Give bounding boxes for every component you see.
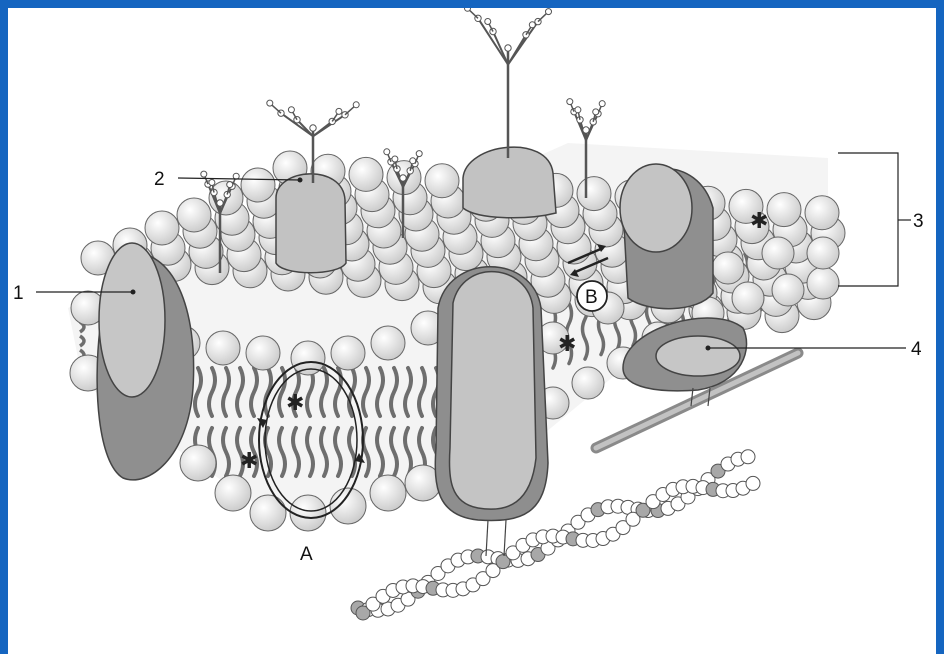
phospholipid-head [732, 282, 764, 314]
diagram-frame: ✱ ✱ ✱ ✱ 1 2 3 4 A B [8, 8, 936, 654]
cholesterol-molecule-icon: ✱ [750, 208, 768, 233]
glycoprotein-top [463, 147, 556, 218]
cholesterol-molecule-icon: ✱ [558, 331, 576, 356]
chain-bead [741, 450, 755, 464]
phospholipid-head [349, 157, 383, 191]
chain-bead [746, 476, 760, 490]
phospholipid-head [331, 336, 365, 370]
phospholipid-head [215, 475, 251, 511]
phospholipid-head [290, 495, 326, 531]
phospholipid-head [241, 168, 275, 202]
channel-protein-center [435, 267, 548, 521]
branched-oligosaccharide-icon [465, 8, 552, 158]
label-b: B [585, 287, 598, 308]
label-4: 4 [911, 339, 922, 360]
phospholipid-head [807, 237, 839, 269]
phospholipid-head [762, 237, 794, 269]
phospholipid-head [807, 267, 839, 299]
integral-protein-right [620, 164, 713, 309]
phospholipid-head [177, 198, 211, 232]
phospholipid-head [371, 326, 405, 360]
phospholipid-head [577, 177, 611, 211]
cell-membrane-diagram: ✱ ✱ ✱ ✱ 1 2 3 4 A B [8, 8, 936, 654]
phospholipid-head [206, 331, 240, 365]
phospholipid-head [370, 475, 406, 511]
phospholipid-head [180, 445, 216, 481]
phospholipid-head [145, 211, 179, 245]
cholesterol-molecule-icon: ✱ [240, 448, 258, 473]
cholesterol-molecule-icon: ✱ [286, 390, 304, 415]
phospholipid-head [572, 367, 604, 399]
label-3: 3 [913, 211, 924, 232]
phospholipid-head [772, 274, 804, 306]
phospholipid-head [246, 336, 280, 370]
phospholipid-head [805, 196, 839, 230]
phospholipid-head [250, 495, 286, 531]
label-1: 1 [13, 283, 24, 304]
label-a: A [300, 544, 313, 565]
phospholipid-head [425, 164, 459, 198]
phospholipid-head [712, 252, 744, 284]
label-2: 2 [154, 169, 165, 190]
phospholipid-head [767, 193, 801, 227]
glycoprotein-2 [276, 174, 346, 273]
